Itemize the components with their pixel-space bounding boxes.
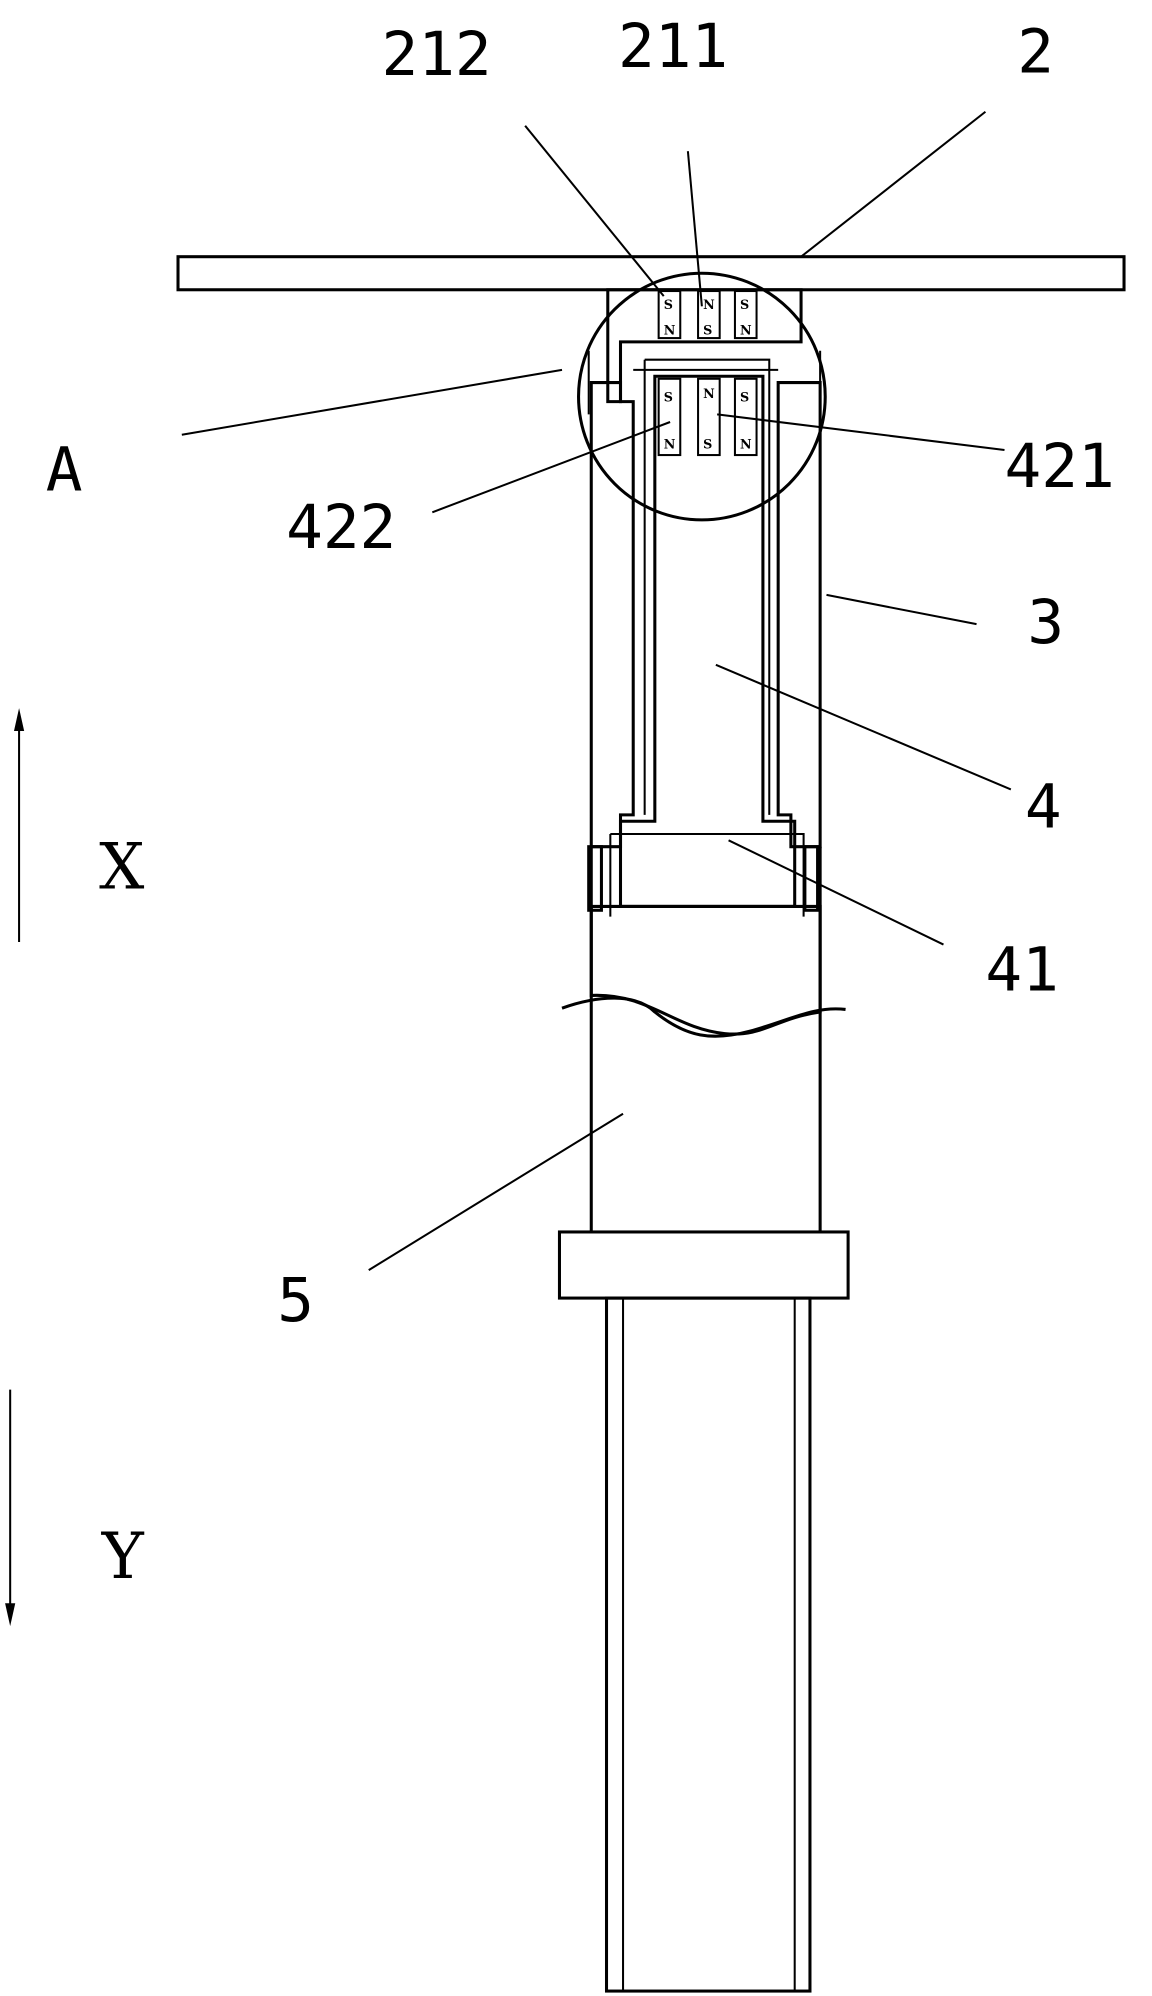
- break-line: [561, 996, 846, 1038]
- svg-text:S: S: [703, 322, 712, 337]
- label-211: 211: [618, 11, 728, 82]
- detail-circle-a: [577, 271, 827, 522]
- label-5: 5: [277, 1265, 314, 1336]
- svg-text:N: N: [703, 386, 715, 401]
- flange: [557, 1230, 850, 1300]
- svg-text:S: S: [664, 390, 673, 405]
- label-212: 212: [381, 19, 491, 90]
- svg-text:N: N: [703, 297, 715, 312]
- arrow-x-up-icon: [13, 708, 25, 943]
- label-a: A: [46, 435, 83, 506]
- seal-left: [587, 845, 603, 912]
- upper-block: [606, 288, 803, 404]
- svg-text:S: S: [703, 437, 712, 452]
- thread-lines: [622, 1298, 796, 1992]
- svg-text:N: N: [664, 322, 676, 337]
- label-4: 4: [1025, 772, 1062, 843]
- magnets-212-211: S N N S S N: [657, 290, 758, 340]
- label-2: 2: [1017, 16, 1054, 87]
- arrow-y-down-icon: [5, 1389, 16, 1627]
- label-41: 41: [985, 934, 1058, 1005]
- svg-text:N: N: [740, 437, 752, 452]
- tube-3-left-wall: [589, 381, 635, 849]
- svg-text:N: N: [664, 437, 676, 452]
- axis-label-x: X: [99, 830, 144, 904]
- label-3: 3: [1027, 587, 1064, 658]
- svg-text:N: N: [740, 322, 752, 337]
- tube-3-outline: [589, 846, 822, 1232]
- label-422: 422: [286, 492, 396, 563]
- clearance-lines: [609, 358, 805, 917]
- label-421: 421: [1005, 431, 1115, 502]
- lower-shaft: [604, 1296, 812, 1993]
- svg-text:S: S: [664, 297, 673, 312]
- part-5-section: [589, 904, 822, 1036]
- tube-3-right-wall: [776, 381, 822, 849]
- svg-text:S: S: [740, 297, 749, 312]
- axis-label-y: Y: [101, 1519, 145, 1593]
- leader-lines: [181, 110, 1012, 1271]
- svg-text:S: S: [740, 390, 749, 405]
